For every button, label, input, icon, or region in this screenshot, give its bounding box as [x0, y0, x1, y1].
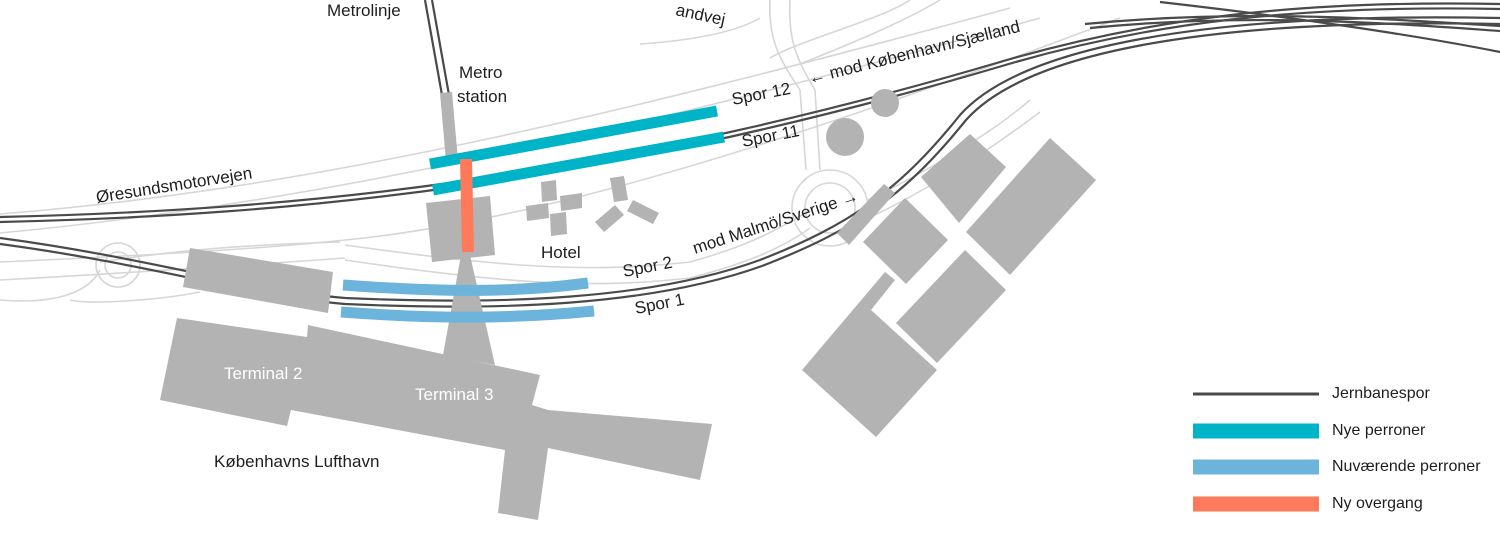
platform-spor-1 [340, 305, 595, 323]
legend-swatch [1193, 496, 1319, 512]
legend-item: Jernbanespor [1190, 376, 1490, 413]
legend-swatch [1193, 459, 1319, 475]
label-terminal-3: Terminal 3 [415, 385, 493, 404]
label-spor-12: Spor 12 [730, 79, 792, 109]
label-hotel: Hotel [541, 243, 581, 262]
hotel-building [560, 193, 582, 211]
legend-label: Nye perroner [1332, 421, 1426, 439]
connector-building [443, 255, 495, 365]
office-building [837, 184, 895, 245]
round-building [871, 89, 899, 117]
label-to-malmo: mod Malmö/Sverige → [690, 186, 860, 257]
legend-label: Ny overgang [1332, 494, 1423, 512]
hotel-building [610, 176, 628, 202]
label-road-top: andvej [674, 0, 727, 29]
legend-item: Nuværende perroner [1190, 449, 1490, 486]
office-building [966, 138, 1096, 275]
hotel-building [550, 212, 567, 236]
label-metrolinje: Metrolinje [327, 1, 401, 20]
platform-spor-2 [342, 277, 589, 296]
new-crossing [460, 158, 474, 253]
office-building [802, 272, 937, 437]
metro-station-building [440, 92, 458, 161]
hotel-building [541, 180, 557, 202]
label-spor-2: Spor 2 [621, 253, 674, 281]
legend-label: Nuværende perroner [1332, 458, 1481, 476]
legend-swatch [1193, 392, 1319, 396]
label-metro: Metro [459, 63, 502, 82]
label-spor-11: Spor 11 [740, 121, 801, 151]
office-building [863, 198, 948, 284]
office-building [896, 250, 1006, 363]
label-terminal-2: Terminal 2 [224, 364, 302, 383]
round-building [826, 118, 864, 156]
legend-item: Nye perroner [1190, 413, 1490, 450]
platform-spor-11 [432, 131, 725, 196]
label-to-copenhagen: ← mod København/Sjælland [806, 17, 1021, 88]
label-motorway: Øresundsmotorvejen [95, 163, 254, 206]
station-building [426, 196, 495, 262]
legend-label: Jernbanespor [1332, 385, 1430, 403]
office-building [921, 134, 1006, 223]
hotel-building [526, 203, 549, 221]
label-station: station [457, 87, 507, 106]
platform-spor-12 [429, 105, 718, 170]
label-airport: Københavns Lufthavn [214, 452, 379, 471]
hotel-building [627, 200, 659, 224]
hotel-building [595, 205, 624, 232]
terminal-building [183, 248, 333, 313]
platforms [340, 105, 725, 323]
buildings [160, 89, 1096, 520]
terminal-2-building [160, 318, 712, 520]
legend-swatch [1193, 423, 1319, 439]
legend-item: Ny overgang [1190, 486, 1490, 523]
